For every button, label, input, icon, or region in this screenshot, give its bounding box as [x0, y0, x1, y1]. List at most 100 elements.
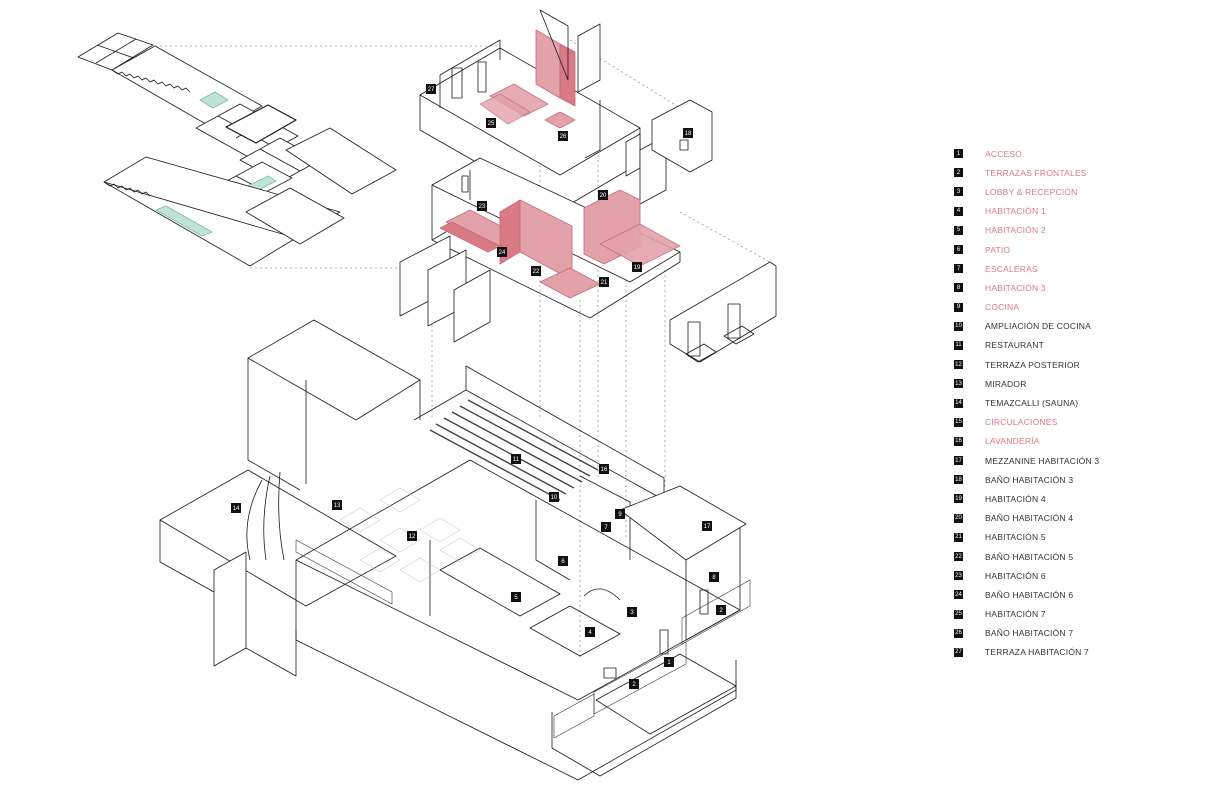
legend-number: 11	[954, 340, 963, 350]
room-tag: 6	[558, 556, 568, 566]
legend-item: 25 HABITACIÓN 7	[954, 605, 1214, 624]
legend-label: TERRAZA POSTERIOR	[985, 359, 1081, 370]
room-tag-label: 25	[488, 121, 495, 127]
legend-number: 12	[954, 360, 963, 370]
room-tag: 26	[558, 131, 568, 141]
room-tag: 13	[332, 500, 342, 510]
legend-number: 17	[954, 456, 963, 466]
legend-number: 24	[954, 590, 963, 600]
room-tag: 4	[585, 627, 595, 637]
room-tag: 9	[615, 509, 625, 519]
legend-label: TERRAZA HABITACIÓN 7	[985, 647, 1089, 658]
legend-number: 14	[954, 398, 963, 408]
legend-item: 4 HABITACIÓN 1	[954, 202, 1214, 221]
legend-item: 5 HABITACIÓN 2	[954, 221, 1214, 240]
top-floor-block	[419, 9, 641, 211]
room-tag-label: 5	[514, 595, 518, 601]
legend-label: BAÑO HABITACIÓN 4	[985, 513, 1074, 524]
room-tag: 11	[511, 454, 521, 464]
legend-number: 5	[954, 225, 963, 235]
room-tag-label: 19	[634, 265, 641, 271]
legend-number: 21	[954, 532, 963, 542]
room-tag-label: 2	[632, 682, 636, 688]
room-tag: 1	[664, 657, 674, 667]
legend-label: HABITACIÓN 2	[985, 225, 1046, 236]
right-facade	[669, 261, 777, 363]
legend-number: 20	[954, 513, 963, 523]
legend-label: ACCESO	[985, 148, 1023, 159]
legend-label: ESCALERAS	[985, 263, 1038, 274]
legend-label: BAÑO HABITACIÓN 7	[985, 628, 1074, 639]
room-tag-label: 23	[479, 204, 486, 210]
legend-number: 27	[954, 647, 963, 657]
legend-number: 6	[954, 245, 963, 255]
legend-number: 7	[954, 264, 963, 274]
legend-item: 12 TERRAZA POSTERIOR	[954, 355, 1214, 374]
legend-label: HABITACIÓN 6	[985, 570, 1046, 581]
room-tag-label: 6	[561, 559, 565, 565]
legend-number: 8	[954, 283, 963, 293]
room-tag: 14	[231, 503, 241, 513]
legend-item: 27 TERRAZA HABITACIÓN 7	[954, 643, 1214, 662]
legend-label: RESTAURANT	[985, 340, 1044, 351]
room-tag: 19	[632, 262, 642, 272]
legend-item: 8 HABITACIÓN 3	[954, 278, 1214, 297]
room-tag: 3	[627, 607, 637, 617]
legend-number: 9	[954, 302, 963, 312]
legend-label: HABITACIÓN 1	[985, 206, 1046, 217]
room-tag-label: 18	[685, 131, 692, 137]
room-tag: 22	[531, 266, 541, 276]
ground-floor-block	[159, 319, 751, 781]
room-tag: 5	[511, 592, 521, 602]
projection-lines	[155, 39, 771, 660]
legend-number: 23	[954, 571, 963, 581]
room-tag: 10	[549, 492, 559, 502]
legend-label: MEZZANINE HABITACIÓN 3	[985, 455, 1100, 466]
legend-label: MIRADOR	[985, 378, 1027, 389]
room-tag-label: 2	[719, 608, 723, 614]
room-tag: 7	[601, 522, 611, 532]
legend-label: CIRCULACIONES	[985, 417, 1058, 428]
legend-label: BAÑO HABITACIÓN 5	[985, 551, 1074, 562]
room-tag-label: 22	[533, 269, 540, 275]
room-tag: 18	[683, 128, 693, 138]
legend-item: 26 BAÑO HABITACIÓN 7	[954, 624, 1214, 643]
legend-number: 25	[954, 609, 963, 619]
legend-label: HABITACIÓN 7	[985, 609, 1046, 620]
legend-label: HABITACIÓN 3	[985, 282, 1046, 293]
legend-item: 7 ESCALERAS	[954, 259, 1214, 278]
legend-number: 19	[954, 494, 963, 504]
room-tag: 20	[598, 190, 608, 200]
legend-item: 13 MIRADOR	[954, 374, 1214, 393]
room-tag-label: 11	[513, 457, 520, 463]
legend-item: 6 PATIO	[954, 240, 1214, 259]
room-tag-label: 13	[334, 503, 341, 509]
legend-number: 16	[954, 436, 963, 446]
room-tag: 24	[497, 247, 507, 257]
room-tag-label: 12	[409, 534, 416, 540]
legend-label: BAÑO HABITACIÓN 6	[985, 589, 1074, 600]
room-tag: 27	[426, 84, 436, 94]
room-tag: 21	[599, 277, 609, 287]
legend-number: 4	[954, 206, 963, 216]
room-tag: 8	[709, 572, 719, 582]
room-tag-label: 21	[601, 280, 608, 286]
room-tag-label: 17	[704, 524, 711, 530]
roof-plan	[77, 32, 397, 267]
terrace-furniture	[339, 487, 481, 583]
room-tag-label: 9	[618, 512, 622, 518]
legend-number: 3	[954, 187, 963, 197]
legend-number: 26	[954, 628, 963, 638]
room-number-tags: 1223456789101112131416171819202122232425…	[231, 84, 726, 689]
legend-label: PATIO	[985, 244, 1011, 255]
legend-number: 13	[954, 379, 963, 389]
room-tag: 12	[407, 531, 417, 541]
